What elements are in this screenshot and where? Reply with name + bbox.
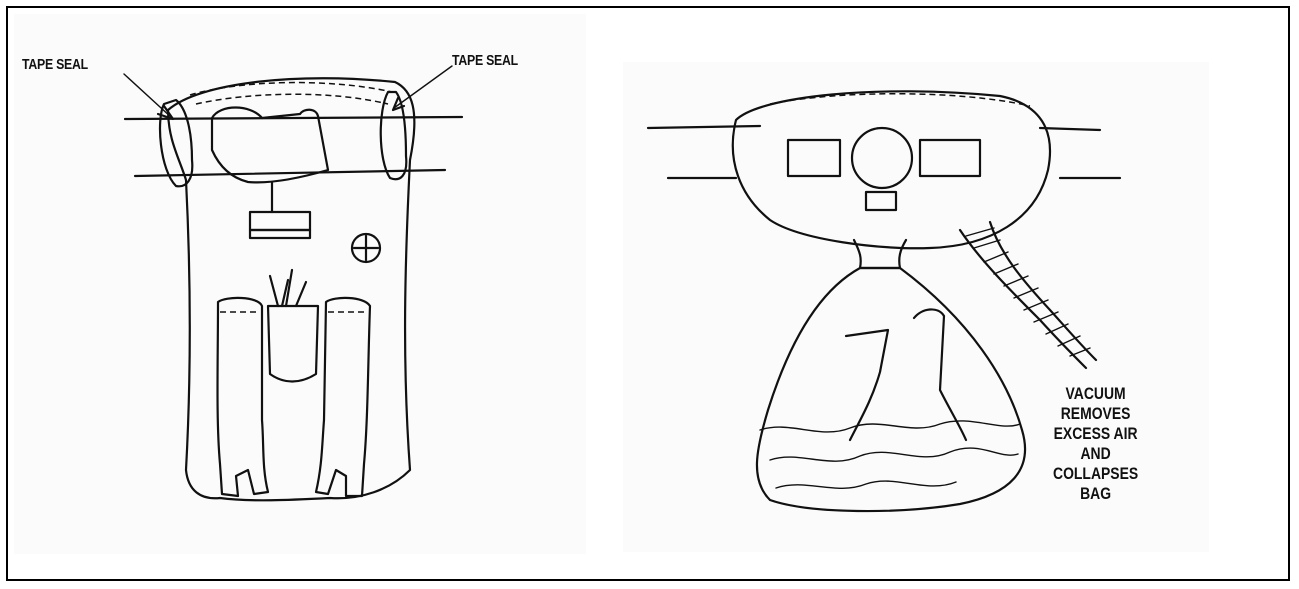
vacuum-note-line: VACUUM	[1030, 384, 1161, 404]
fitting-left	[788, 140, 840, 176]
vacuum-note-line: AND	[1030, 444, 1161, 464]
fitting-right	[920, 140, 980, 176]
pipe-top-line-right-2	[1040, 128, 1100, 130]
pipe-top-line-right	[648, 126, 760, 128]
vacuum-note-line: EXCESS AIR	[1030, 424, 1161, 444]
upper-bag-outline	[733, 91, 1050, 248]
fitting-drain	[866, 192, 896, 210]
vacuum-hose-ribs	[966, 228, 1090, 356]
vacuum-note: VACUUM REMOVES EXCESS AIR AND COLLAPSES …	[1030, 384, 1161, 504]
vacuum-note-line: COLLAPSES	[1030, 464, 1161, 484]
vacuum-hose-2	[990, 222, 1096, 360]
fitting-valve-center	[852, 128, 912, 188]
bag-debris	[760, 421, 1020, 488]
lower-bag-outline	[757, 268, 1025, 511]
collapsed-glove-left	[846, 330, 888, 440]
vacuum-note-line: REMOVES	[1030, 404, 1161, 424]
vacuum-note-line: BAG	[1030, 484, 1161, 504]
